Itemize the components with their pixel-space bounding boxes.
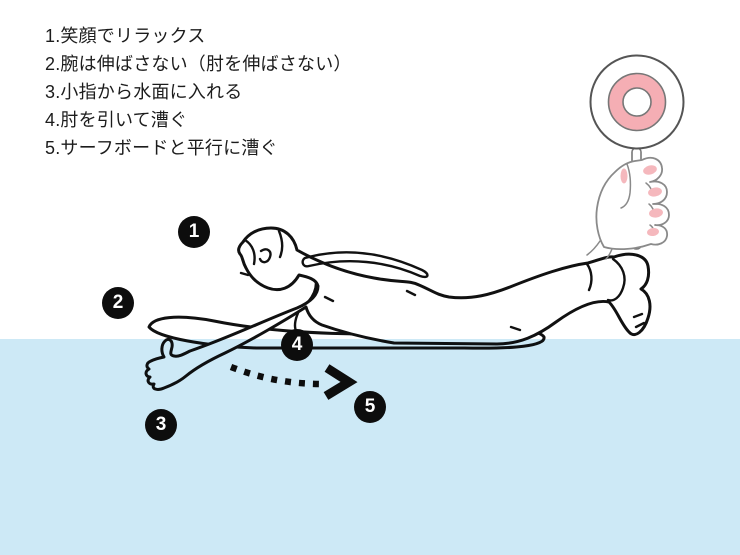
ear-line: [258, 248, 272, 264]
tip-item-3: 3.小指から水面に入れる: [45, 82, 243, 102]
hair-back-line: [277, 229, 284, 259]
wrist-line: [605, 248, 613, 260]
step-marker-2: 2: [102, 287, 134, 319]
tip-item-2: 2.腕は伸ばさない（肘を伸ばさない）: [45, 54, 352, 74]
chest-dash: [323, 295, 335, 303]
step-marker-label: 2: [112, 292, 124, 313]
sign-ring-hole: [622, 87, 652, 117]
rashguard-line: [301, 251, 429, 279]
feet-cross-line: [606, 257, 626, 302]
wrist-line: [586, 240, 601, 256]
hairline: [243, 238, 256, 266]
dotted-arrow-right-icon: [229, 363, 358, 400]
step-marker-label: 4: [291, 334, 303, 355]
chest-strap-line: [306, 281, 318, 304]
step-marker-1: 1: [178, 216, 210, 248]
toe-notch: [634, 321, 646, 329]
ankle-line: [585, 262, 593, 292]
hip-dash: [405, 289, 417, 297]
step-marker-5: 5: [354, 391, 386, 423]
arrow-dotted-shaft: [229, 363, 324, 388]
arrow-head: [323, 364, 358, 400]
step-marker-3: 3: [145, 409, 177, 441]
water-background: [0, 339, 740, 555]
gripping-fist: [595, 156, 670, 251]
tip-item-5: 5.サーフボードと平行に漕ぐ: [45, 138, 278, 158]
step-marker-label: 1: [188, 221, 200, 242]
knee-dash: [509, 325, 522, 332]
step-marker-4: 4: [281, 329, 313, 361]
tip-item-4: 4.肘を引いて漕ぐ: [45, 110, 188, 130]
swimmer-figure: [144, 226, 652, 391]
thumb-line: [620, 163, 632, 209]
fingernails: [620, 165, 663, 237]
paddling-tips-list: 1.笑顔でリラックス 2.腕は伸ばさない（肘を伸ばさない） 3.小指から水面に入…: [45, 22, 352, 162]
hand-holding-circle-ok-sign-icon: [586, 54, 685, 260]
step-marker-label: 3: [155, 414, 167, 435]
step-marker-label: 5: [364, 396, 376, 417]
tip-item-1: 1.笑顔でリラックス: [45, 26, 206, 46]
toe-notch: [632, 312, 644, 319]
mouth-line: [239, 271, 250, 277]
